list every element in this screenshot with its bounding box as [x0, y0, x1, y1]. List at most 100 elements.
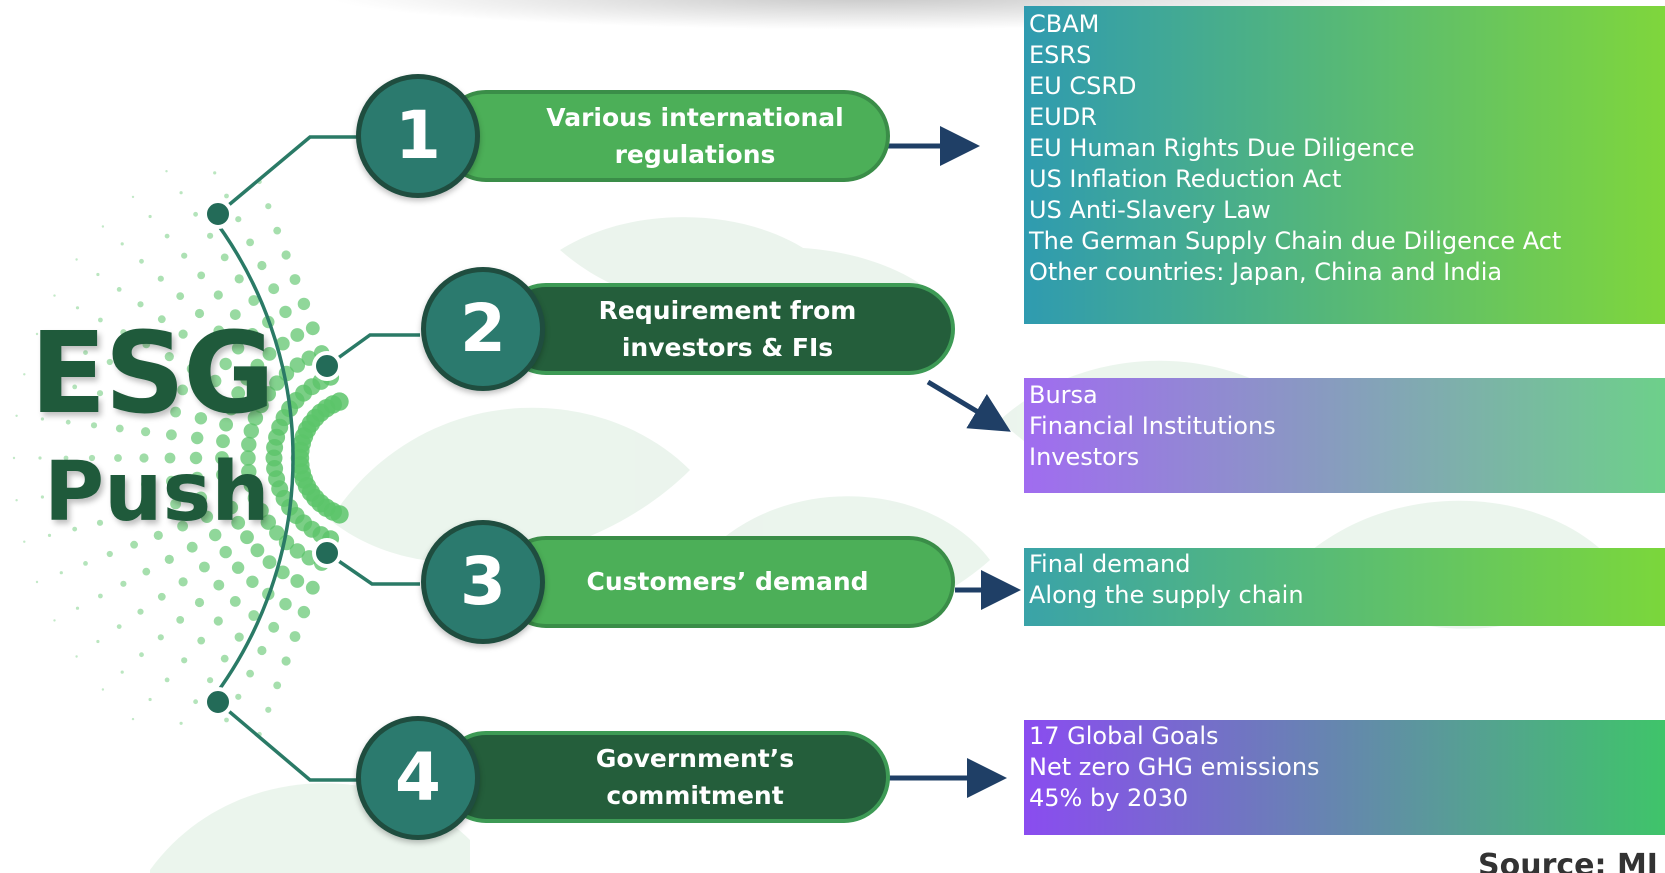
halftone-dot	[90, 422, 98, 429]
halftone-dot	[231, 386, 246, 401]
halftone-dot	[157, 592, 166, 601]
halftone-dot	[164, 677, 170, 683]
detail-box-1: CBAM ESRS EU CSRD EUDR EU Human Rights D…	[1024, 6, 1665, 324]
halftone-dot	[213, 290, 223, 300]
halftone-dot	[279, 305, 292, 319]
halftone-dot	[260, 386, 276, 402]
halftone-dot	[116, 624, 122, 629]
halftone-dot	[235, 216, 242, 223]
title-push: Push	[44, 445, 270, 540]
halftone-dot	[189, 451, 203, 465]
halftone-dot	[289, 631, 301, 642]
connector-nodes	[203, 199, 342, 717]
halftone-dot	[207, 232, 214, 239]
halftone-dot	[181, 252, 188, 259]
halftone-dot	[115, 483, 124, 492]
driver-1-label: Various international regulations	[546, 102, 844, 170]
halftone-dot	[213, 325, 225, 337]
halftone-dot	[164, 233, 170, 239]
halftone-dot	[194, 308, 205, 319]
halftone-dot	[176, 616, 185, 624]
detail-2-item: Bursa	[1029, 381, 1098, 409]
halftone-dot	[194, 597, 205, 608]
halftone-dot	[191, 471, 204, 485]
halftone-dot	[219, 417, 234, 432]
halftone-dot	[200, 510, 214, 523]
halftone-dot	[297, 605, 311, 619]
halftone-dot	[213, 579, 225, 591]
halftone-dot	[106, 358, 113, 366]
halftone-dot	[121, 512, 130, 521]
halftone-dot	[106, 550, 113, 558]
halftone-dot	[116, 287, 122, 292]
halftone-dot	[101, 688, 105, 691]
halftone-dot	[235, 693, 242, 700]
halftone-dot	[165, 170, 168, 173]
driver-3-number-badge: 3	[421, 520, 545, 644]
halftone-dot	[216, 434, 230, 449]
halftone-dot	[15, 414, 18, 417]
halftone-dot	[213, 616, 223, 626]
detail-4-item: 17 Global Goals	[1029, 722, 1219, 750]
halftone-dot	[247, 410, 264, 426]
halftone-dot	[229, 596, 241, 607]
halftone-dot	[35, 580, 39, 584]
halftone-dot	[234, 632, 244, 642]
halftone-dot	[35, 332, 39, 336]
halftone-dot	[281, 250, 291, 260]
halftone-dot	[247, 490, 264, 506]
halftone-dot	[120, 580, 127, 587]
halftone-dot	[209, 374, 222, 388]
halftone-dot	[23, 373, 26, 376]
halftone-dot	[177, 384, 189, 396]
halftone-dot	[157, 634, 164, 641]
halftone-dot	[275, 565, 290, 580]
halftone-dot	[248, 295, 260, 306]
detail-4-item: Net zero GHG emissions	[1029, 753, 1320, 781]
driver-4-pill: Government’s commitment	[440, 731, 890, 823]
halftone-dot	[164, 452, 176, 464]
driver-2-label: Requirement from investors & FIs	[598, 295, 857, 363]
halftone-dot	[40, 495, 45, 499]
halftone-dot	[40, 417, 45, 421]
halftone-dot	[199, 561, 210, 573]
halftone-dot	[250, 358, 265, 373]
halftone-dot	[139, 258, 144, 264]
detail-1-item: CBAM	[1029, 10, 1100, 38]
halftone-dot	[216, 467, 230, 482]
halftone-dot	[153, 376, 163, 386]
detail-1-item: US Anti-Slavery Law	[1029, 196, 1271, 224]
detail-2-item: Financial Institutions	[1029, 412, 1276, 440]
halftone-dot	[289, 543, 306, 559]
detail-1-item: EUDR	[1029, 103, 1097, 131]
halftone-dot	[142, 340, 151, 349]
halftone-dot	[207, 677, 214, 684]
halftone-dot	[243, 423, 259, 439]
node-1	[203, 199, 233, 229]
detail-1-item: Other countries: Japan, China and India	[1029, 258, 1503, 286]
halftone-dot	[219, 484, 234, 499]
halftone-dot	[145, 401, 155, 411]
halftone-dot	[220, 253, 229, 262]
halftone-dot	[220, 654, 229, 663]
halftone-dot	[120, 670, 124, 674]
halftone-dot	[246, 669, 255, 678]
halftone-dot	[53, 294, 56, 297]
driver-1-pill: Various international regulations	[440, 90, 890, 182]
halftone-dot	[131, 195, 135, 199]
halftone-dot	[240, 450, 256, 466]
halftone-dot	[157, 275, 164, 282]
halftone-dot	[269, 525, 285, 541]
halftone-dot	[197, 636, 206, 645]
halftone-dot	[170, 498, 182, 510]
halftone-dot	[166, 475, 177, 487]
halftone-dot	[248, 610, 260, 621]
halftone-dot	[75, 306, 80, 310]
halftone-dot	[139, 652, 144, 658]
halftone-dot	[330, 392, 349, 411]
detail-3-item: Final demand	[1029, 550, 1191, 578]
halftone-dot	[193, 699, 199, 705]
halftone-dot	[176, 292, 185, 300]
detail-box-3: Final demand Along the supply chain	[1024, 548, 1665, 626]
driver-1-number: 1	[395, 97, 441, 174]
